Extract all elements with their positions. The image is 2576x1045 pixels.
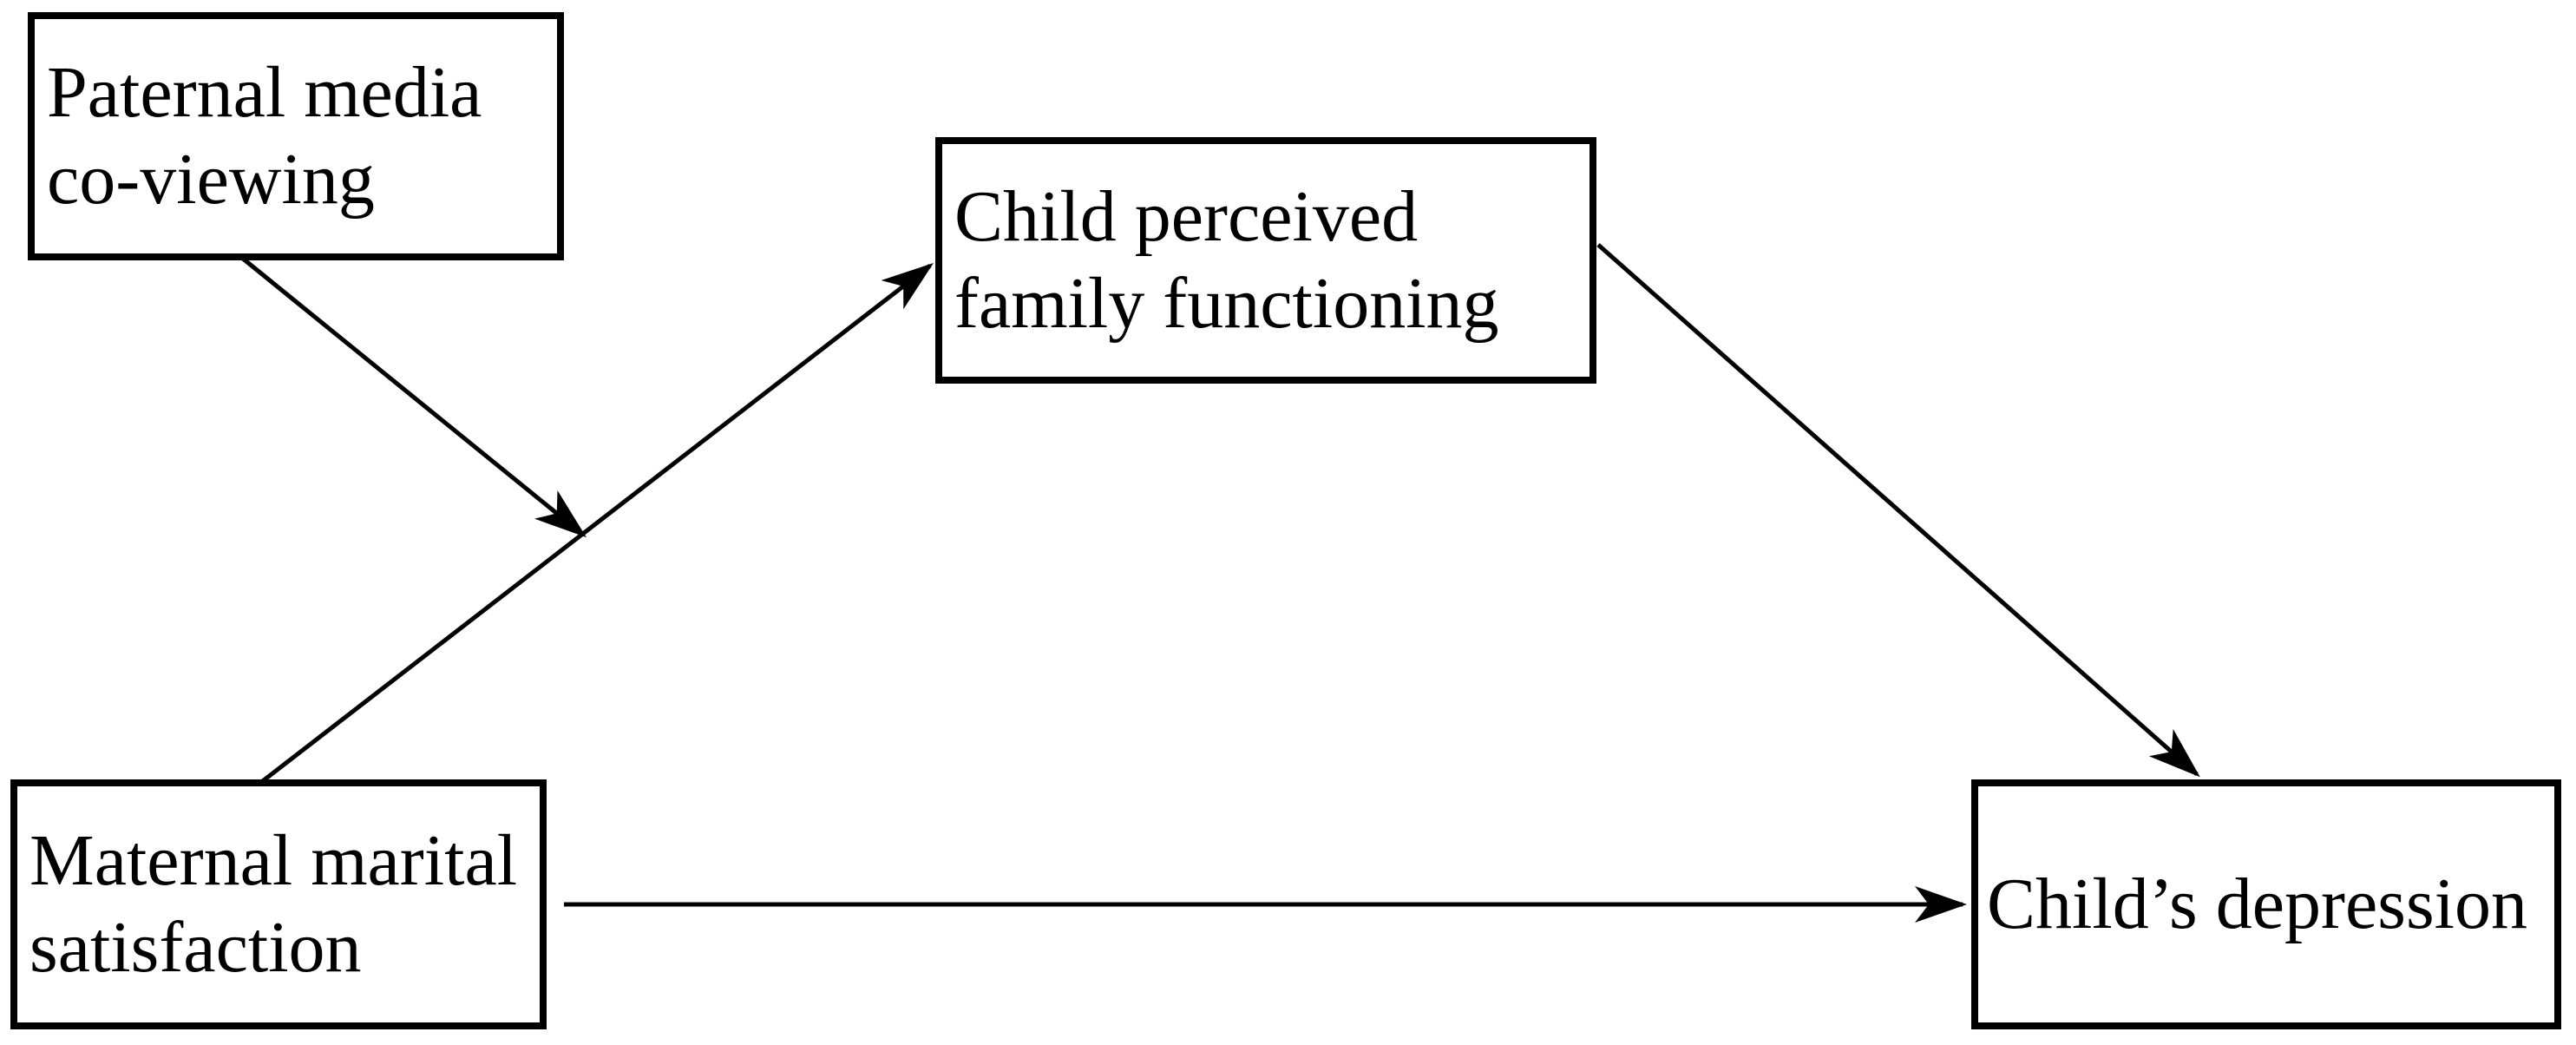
- node-label-line: Child perceived: [954, 176, 1419, 257]
- node-label-line: Maternal marital: [29, 820, 518, 901]
- node-label-line: co-viewing: [47, 139, 375, 220]
- edge-functioning-to-depression: [1596, 243, 2200, 778]
- edge-coviewing-moderation: [241, 257, 587, 538]
- node-label-line: family functioning: [954, 263, 1499, 344]
- node-label-line: Child’s depression: [1987, 864, 2527, 944]
- node-child-perceived-family-functioning: Child perceived family functioning: [935, 137, 1596, 384]
- node-paternal-media-coviewing: Paternal media co-viewing: [28, 12, 564, 260]
- edge-satisfaction-to-functioning: [259, 262, 934, 785]
- node-label-line: satisfaction: [29, 907, 362, 988]
- node-maternal-marital-satisfaction: Maternal marital satisfaction: [10, 779, 547, 1029]
- node-label-line: Paternal media: [47, 52, 482, 133]
- node-childs-depression: Child’s depression: [1971, 779, 2561, 1029]
